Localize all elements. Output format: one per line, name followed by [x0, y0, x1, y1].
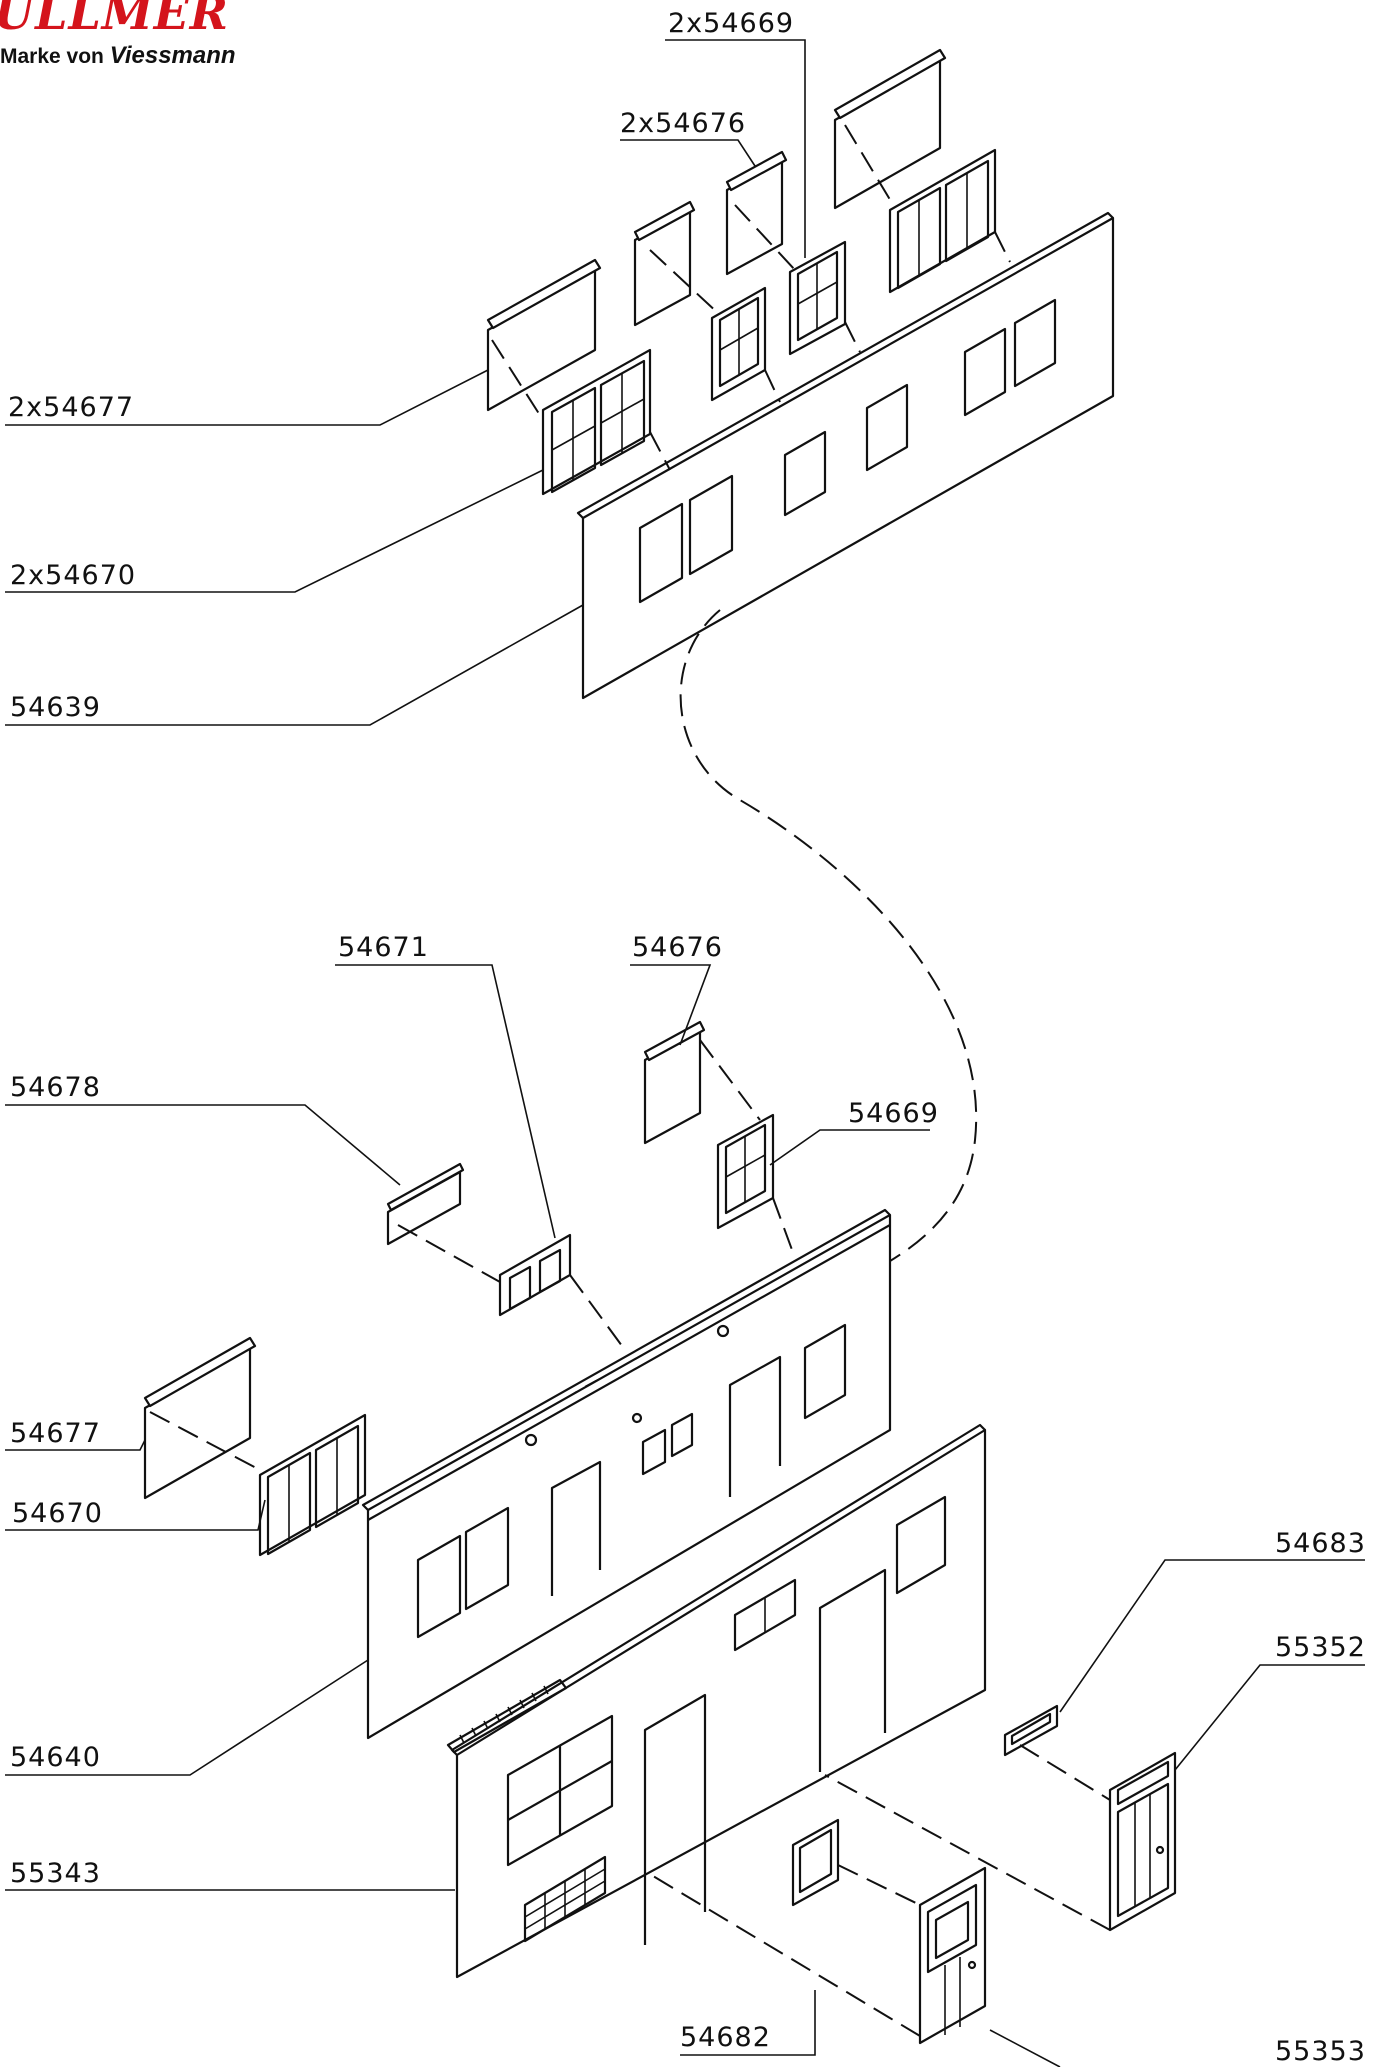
label-55353: 55353: [1275, 2036, 1366, 2067]
leader-54640: [5, 1659, 369, 1776]
brand-subtitle-prefix: Marke von: [0, 45, 104, 68]
window-2x54669: [788, 240, 847, 356]
door-55352: [1108, 1751, 1177, 1932]
brick-patch: [523, 1855, 607, 1943]
leader-54671: [335, 964, 556, 1239]
brand-name: ULLMER: [0, 0, 230, 40]
label-55343: 55343: [10, 1858, 101, 1889]
label-54671: 54671: [338, 932, 429, 963]
leader-55352: [1174, 1664, 1365, 1771]
middle-wall-assembly: [5, 964, 1365, 2067]
window-double-top-right: [888, 148, 997, 294]
wall-panel-54640: [361, 1208, 892, 1740]
window-single-a: [710, 286, 767, 402]
arrow-54669-to-wall: [772, 1197, 796, 1259]
label-2x54670: 2x54670: [10, 560, 136, 591]
arrow-window-to-wall: [649, 431, 671, 471]
arrow-lintel-2x54676: [734, 204, 796, 271]
arrow-55353-to-door: [647, 1872, 921, 2037]
leader-2x54677: [5, 369, 489, 426]
leader-54677: [5, 1439, 146, 1451]
part-labels: 2x54669 2x54676 2x54677 2x54670 54639 54…: [8, 8, 1366, 2067]
window-2x54670: [541, 348, 652, 496]
brand-subtitle: Marke von Viessmann: [0, 42, 236, 70]
label-54670: 54670: [12, 1498, 103, 1529]
top-wall-assembly: [5, 39, 1115, 726]
leader-2x54676: [620, 139, 756, 167]
label-2x54669: 2x54669: [668, 8, 794, 39]
leader-54670: [5, 1499, 266, 1531]
label-54683: 54683: [1275, 1528, 1366, 1559]
arrow-54677: [149, 1411, 261, 1471]
leader-54678: [5, 1104, 401, 1186]
label-55352: 55352: [1275, 1632, 1366, 1663]
leader-54683: [1059, 1559, 1365, 1713]
arrow-55352-to-door: [824, 1774, 1111, 1931]
lintel-top-right: [833, 48, 947, 210]
frame-54682: [791, 1818, 840, 1907]
label-2x54677: 2x54677: [8, 392, 134, 423]
window-54671: [498, 1233, 572, 1317]
label-54639: 54639: [10, 692, 101, 723]
arrow-54671-to-wall: [569, 1274, 626, 1351]
label-54640: 54640: [10, 1742, 101, 1773]
lintel-54677: [143, 1336, 257, 1500]
leader-54682: [680, 1990, 816, 2056]
wall-panel-54639: [576, 211, 1115, 700]
leader-54676: [630, 964, 712, 1046]
arrow-lintel-to-window: [491, 339, 544, 421]
roof-tiles: [459, 1685, 549, 1744]
arrow-window-c-to-wall: [994, 231, 1011, 263]
arrow-lintel-a: [649, 249, 721, 316]
wall-panel-55343: [446, 1423, 987, 1979]
lintel-54678: [386, 1162, 465, 1246]
door-55353: [918, 1866, 987, 2045]
leader-2x54670: [5, 469, 544, 593]
label-54669: 54669: [848, 1098, 939, 1129]
label-2x54676: 2x54676: [620, 108, 746, 139]
arrow-54678: [397, 1224, 501, 1283]
sign-54683: [1003, 1704, 1059, 1757]
arrow-window-b-to-wall: [844, 321, 861, 353]
arrow-54676: [699, 1039, 761, 1121]
arrow-lintel-top-right: [844, 124, 896, 209]
leader-54639: [5, 604, 584, 726]
arrow-window-a-to-wall: [764, 369, 781, 403]
arrow-54683: [1019, 1744, 1111, 1801]
label-54676: 54676: [632, 932, 723, 963]
window-54670: [258, 1413, 367, 1557]
lintel-54676: [643, 1020, 706, 1145]
leader-55353: [989, 2029, 1061, 2067]
arrow-54682: [837, 1864, 921, 1906]
brand-logo: ULLMER Marke von Viessmann: [0, 0, 280, 70]
window-54669: [716, 1113, 775, 1230]
label-54677: 54677: [10, 1418, 101, 1449]
lintel-2x54676: [725, 150, 788, 276]
leader-2x54669: [665, 39, 806, 258]
leader-54669: [769, 1129, 930, 1166]
label-54682: 54682: [680, 2022, 771, 2053]
brand-subtitle-maker: Viessmann: [109, 42, 236, 69]
lintel-small-a: [633, 200, 696, 327]
label-54678: 54678: [10, 1072, 101, 1103]
